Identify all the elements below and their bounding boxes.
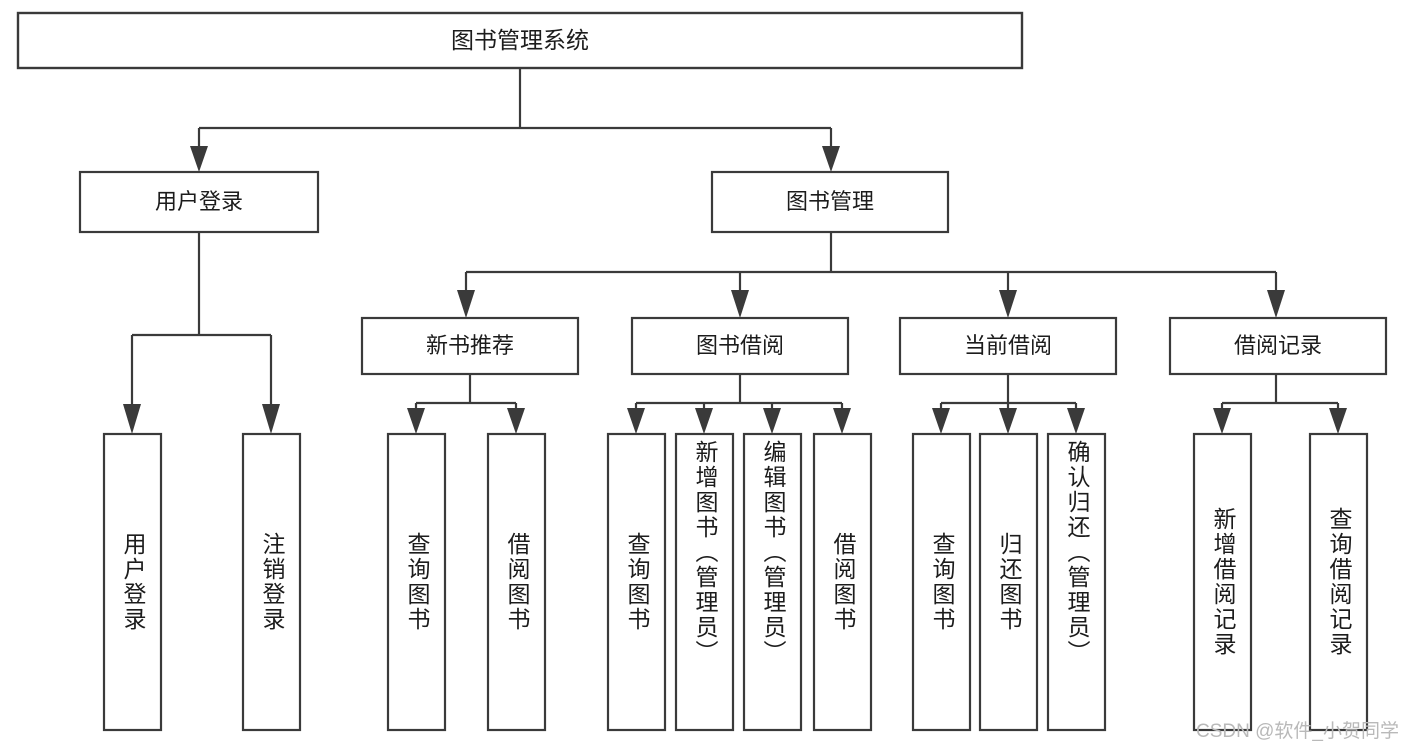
leaf-label-bb-borrow-book: 借阅图书 — [830, 532, 856, 632]
leaf-box-nbr-query-book[interactable] — [386, 432, 447, 732]
arrow-head-book-manage — [822, 146, 840, 172]
csdn-watermark: CSDN @软件_小贺同学 — [1196, 721, 1399, 742]
leaf-label-cb-query-book: 查询图书 — [929, 532, 955, 632]
leaf-box-nbr-borrow-book[interactable] — [486, 432, 547, 732]
arrow-head-leaf-user-login — [123, 404, 141, 434]
leaf-label-bb-edit-book: 编辑图书（管理员） — [760, 440, 786, 665]
leaf-label-nbr-query-book: 查询图书 — [404, 532, 430, 632]
leaf-box-logout[interactable] — [241, 432, 302, 732]
arrow-head-leaf-logout — [262, 404, 280, 434]
arrow-head-bb-add — [695, 408, 713, 434]
leaf-label-br-add-record: 新增借阅记录 — [1210, 507, 1236, 657]
arrow-head-book-borrow — [731, 290, 749, 318]
connector-group-current-borrow-to-leaves — [932, 374, 1085, 434]
connector-group-new-book-to-leaves — [407, 374, 525, 434]
node-current-borrow[interactable] — [898, 316, 1118, 376]
node-current-borrow-label: 当前借阅 — [964, 333, 1052, 358]
leaf-box-bb-add-book[interactable] — [674, 432, 735, 732]
leaf-box-bb-edit-book[interactable] — [742, 432, 803, 732]
node-new-book-recommend-label: 新书推荐 — [426, 333, 514, 358]
node-new-book-recommend[interactable] — [360, 316, 580, 376]
leaf-box-br-query-record[interactable] — [1308, 432, 1369, 732]
leaf-label-nbr-borrow-book: 借阅图书 — [504, 532, 530, 632]
arrow-head-new-book-query — [407, 408, 425, 434]
arrow-head-cb-confirm — [1067, 408, 1085, 434]
arrow-head-br-add — [1213, 408, 1231, 434]
arrow-head-user-login — [190, 146, 208, 172]
arrow-head-cb-return — [999, 408, 1017, 434]
leaf-box-cb-query-book[interactable] — [911, 432, 972, 732]
arrow-head-current-borrow — [999, 290, 1017, 318]
arrow-head-new-book — [457, 290, 475, 318]
leaf-box-cb-return-book[interactable] — [978, 432, 1039, 732]
leaf-box-bb-query-book[interactable] — [606, 432, 667, 732]
node-root-label: 图书管理系统 — [451, 27, 589, 53]
node-borrow-record-label: 借阅记录 — [1234, 333, 1322, 358]
leaf-label-br-query-record: 查询借阅记录 — [1326, 507, 1352, 657]
arrow-head-bb-borrow — [833, 408, 851, 434]
leaf-box-cb-confirm-return[interactable] — [1046, 432, 1107, 732]
arrow-head-borrow-record — [1267, 290, 1285, 318]
arrow-head-cb-query — [932, 408, 950, 434]
leaf-label-cb-return-book: 归还图书 — [996, 532, 1022, 632]
node-borrow-record[interactable] — [1168, 316, 1388, 376]
leaf-label-user-login: 用户登录 — [120, 532, 146, 632]
node-user-login-label: 用户登录 — [155, 189, 243, 214]
node-root-book-management-system[interactable] — [16, 11, 1024, 70]
connector-group-root-to-level2 — [190, 68, 840, 172]
leaf-box-br-add-record[interactable] — [1192, 432, 1253, 732]
node-book-management-label: 图书管理 — [786, 189, 874, 214]
node-book-borrow-label: 图书借阅 — [696, 333, 784, 358]
connector-group-book-manage-to-level3 — [457, 232, 1285, 318]
node-book-management[interactable] — [710, 170, 950, 234]
arrow-head-new-book-borrow — [507, 408, 525, 434]
node-book-borrow[interactable] — [630, 316, 850, 376]
arrow-head-bb-query — [627, 408, 645, 434]
leaf-label-logout: 注销登录 — [259, 532, 285, 632]
leaf-box-user-login[interactable] — [102, 432, 163, 732]
connector-group-book-borrow-to-leaves — [627, 374, 851, 434]
leaf-label-cb-confirm-return: 确认归还（管理员） — [1064, 440, 1090, 665]
arrow-head-bb-edit — [763, 408, 781, 434]
arrow-head-br-query — [1329, 408, 1347, 434]
connector-group-user-login-to-leaves — [123, 232, 280, 434]
node-user-login[interactable] — [78, 170, 320, 234]
connector-group-borrow-record-to-leaves — [1213, 374, 1347, 434]
leaf-label-bb-query-book: 查询图书 — [624, 532, 650, 632]
leaf-box-bb-borrow-book[interactable] — [812, 432, 873, 732]
leaf-label-bb-add-book: 新增图书（管理员） — [692, 440, 718, 665]
